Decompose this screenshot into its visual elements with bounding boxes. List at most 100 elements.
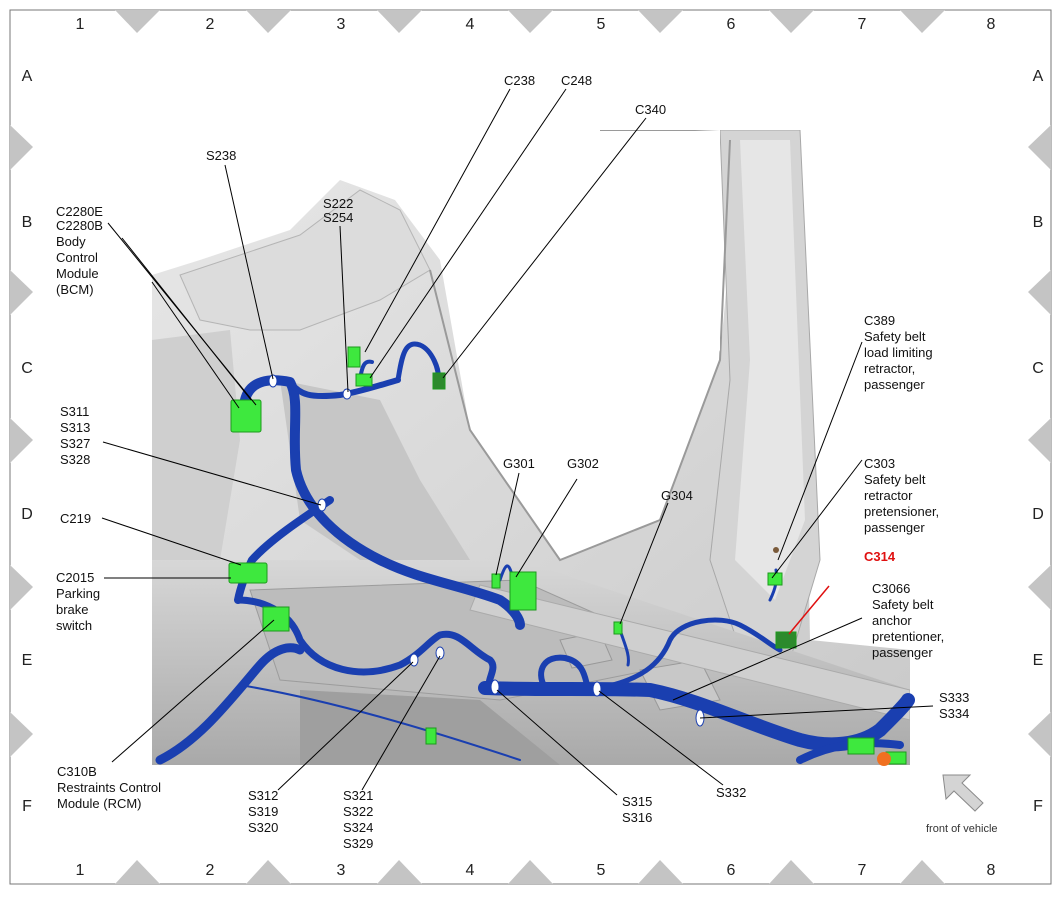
label-s238: S238 [206, 148, 236, 163]
label-c238: C238 [504, 73, 535, 88]
label-s254: S254 [323, 210, 353, 225]
grid-col-top-7: 7 [858, 16, 867, 33]
label-c389-line3: retractor, [864, 361, 915, 376]
grid-col-top-8: 8 [987, 16, 996, 33]
grid-row-right-a: A [1033, 68, 1044, 85]
label-c3066-line1: Safety belt [872, 597, 934, 612]
c219-connector [228, 562, 268, 584]
label-s311: S311 [60, 404, 89, 419]
label-s320: S320 [248, 820, 278, 835]
grid-col-top-2: 2 [206, 16, 215, 33]
orange-connector [877, 752, 891, 766]
grid-col-bottom-6: 6 [727, 862, 736, 879]
grid-row-right-b: B [1033, 214, 1044, 231]
label-c2280b: C2280B [56, 218, 103, 233]
label-g301: G301 [503, 456, 535, 471]
label-s329: S329 [343, 836, 373, 851]
grid-row-left-e: E [22, 652, 33, 669]
label-c248: C248 [561, 73, 592, 88]
label-c389-line1: Safety belt [864, 329, 926, 344]
label-c3066-line3: pretentioner, [872, 629, 944, 644]
c340-connector [432, 372, 446, 390]
label-s312: S312 [248, 788, 278, 803]
grid-row-right-d: D [1032, 506, 1044, 523]
label-bcm-line4: (BCM) [56, 282, 94, 297]
label-c389-line4: passenger [864, 377, 925, 392]
grid-col-top-3: 3 [337, 16, 346, 33]
bcm-connector [230, 399, 262, 433]
label-g304: G304 [661, 488, 693, 503]
c314-connector [775, 631, 797, 649]
label-s328: S328 [60, 452, 90, 467]
label-c340: C340 [635, 102, 666, 117]
label-bcm-line3: Module [56, 266, 99, 281]
grid-row-right-f: F [1033, 798, 1043, 815]
label-s222: S222 [323, 196, 353, 211]
c310b-connector [262, 606, 290, 632]
label-s322: S322 [343, 804, 373, 819]
label-c2015-line1: Parking [56, 586, 100, 601]
grid-row-left-b: B [22, 214, 33, 231]
label-s334: S334 [939, 706, 969, 721]
label-c303-line3: pretensioner, [864, 504, 939, 519]
label-c2280e: C2280E [56, 204, 103, 219]
label-c303-line1: Safety belt [864, 472, 926, 487]
c303-connector [767, 572, 783, 586]
leader-lines [101, 88, 934, 796]
c248-connector [355, 373, 373, 387]
grid-col-bottom-3: 3 [337, 862, 346, 879]
label-c2015: C2015 [56, 570, 94, 585]
grid-row-left-c: C [21, 360, 33, 377]
label-c3066-line4: passenger [872, 645, 933, 660]
grid-col-top-1: 1 [76, 16, 85, 33]
label-s321: S321 [343, 788, 373, 803]
label-bcm-line1: Body [56, 234, 86, 249]
grid-row-left-a: A [22, 68, 33, 85]
g301-ground [491, 573, 501, 589]
connectors [228, 346, 907, 765]
label-bcm-line2: Control [56, 250, 98, 265]
grid-col-bottom-8: 8 [987, 862, 996, 879]
label-rcm-line1: Restraints Control [57, 780, 161, 795]
label-rcm-line2: Module (RCM) [57, 796, 142, 811]
zone-marker-triangles [10, 10, 1051, 884]
label-s327: S327 [60, 436, 90, 451]
front-of-vehicle-label: front of vehicle [926, 823, 998, 835]
grid-row-right-c: C [1032, 360, 1044, 377]
label-s316: S316 [622, 810, 652, 825]
label-s313: S313 [60, 420, 90, 435]
grid-col-top-5: 5 [597, 16, 606, 33]
label-c389: C389 [864, 313, 895, 328]
label-c303-line2: retractor [864, 488, 913, 503]
grid-col-bottom-5: 5 [597, 862, 606, 879]
c238-connector [347, 346, 361, 368]
label-c2015-line3: switch [56, 618, 92, 633]
vehicle-body-illustration [152, 130, 910, 765]
grid-row-left-d: D [21, 506, 33, 523]
floor-connector [425, 727, 437, 745]
grid-col-bottom-1: 1 [76, 862, 85, 879]
label-c3066: C3066 [872, 581, 910, 596]
label-s315: S315 [622, 794, 652, 809]
grid-col-bottom-4: 4 [466, 862, 475, 879]
label-s324: S324 [343, 820, 373, 835]
label-c3066-line2: anchor [872, 613, 912, 628]
grid-col-bottom-2: 2 [206, 862, 215, 879]
label-c389-line2: load limiting [864, 345, 933, 360]
label-s333: S333 [939, 690, 969, 705]
label-c310b: C310B [57, 764, 97, 779]
label-c2015-line2: brake [56, 602, 89, 617]
label-c314: C314 [864, 549, 896, 564]
label-c303-line4: passenger [864, 520, 925, 535]
label-g302: G302 [567, 456, 599, 471]
g302-ground [509, 571, 537, 611]
grid-row-left-f: F [22, 798, 32, 815]
grid-col-top-6: 6 [727, 16, 736, 33]
grid-row-right-e: E [1033, 652, 1044, 669]
grid-col-bottom-7: 7 [858, 862, 867, 879]
label-c303: C303 [864, 456, 895, 471]
front-of-vehicle-arrow-icon [942, 774, 984, 812]
label-s319: S319 [248, 804, 278, 819]
